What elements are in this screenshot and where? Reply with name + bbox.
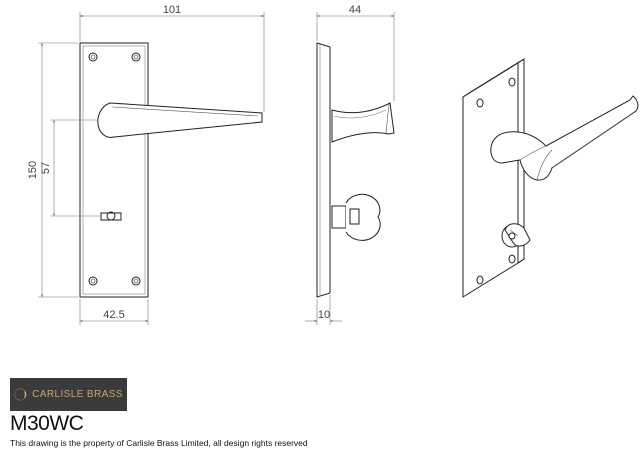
- dim-width-top: 101: [163, 4, 181, 16]
- turn-release-front: [100, 211, 122, 221]
- copyright-note: This drawing is the property of Carlisle…: [10, 438, 308, 448]
- brand-name: CARLISLE BRASS: [32, 389, 123, 400]
- screw-holes: [88, 52, 141, 286]
- brand-mark-icon: [14, 388, 27, 401]
- isometric-view: [462, 58, 639, 298]
- backplate-outline: [79, 42, 149, 298]
- product-code: M30WC: [10, 412, 84, 435]
- lever-front: [97, 102, 263, 138]
- dim-width-bottom: 42.5: [103, 309, 124, 321]
- backplate-side: [316, 42, 331, 298]
- dim-plate-thickness: 10: [318, 309, 330, 321]
- brand-logo: CARLISLE BRASS: [10, 378, 127, 411]
- side-view: [316, 42, 395, 298]
- turn-release-iso: [501, 223, 531, 248]
- lever-side: [331, 102, 395, 143]
- lever-iso: [490, 95, 639, 181]
- dim-depth-top: 44: [349, 4, 361, 16]
- backplate-inner-outline: [82, 45, 146, 295]
- front-view: [79, 42, 263, 298]
- dim-height-total: 150: [27, 161, 39, 179]
- turn-release-side: [331, 193, 381, 241]
- front-dimensions: [38, 12, 265, 325]
- dim-centres: 57: [40, 162, 52, 174]
- technical-drawing: 101 150 57 42.5 44 10: [27, 4, 639, 325]
- side-dimensions: [305, 12, 395, 325]
